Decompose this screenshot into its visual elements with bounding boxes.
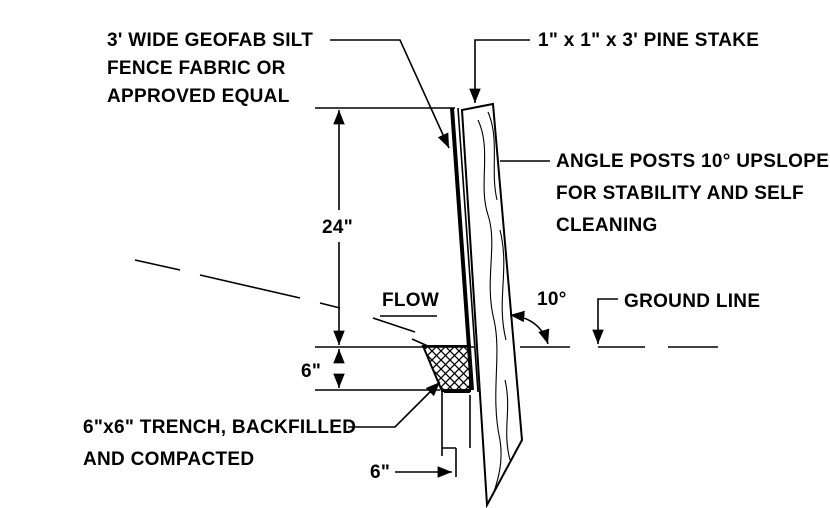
silt-fence-fabric-edge	[457, 107, 479, 393]
trench-label-line2: AND COMPACTED	[83, 449, 254, 470]
fabric-leader	[330, 39, 450, 149]
depth-dimension-label: 6"	[301, 361, 321, 382]
trench-leader	[348, 381, 441, 428]
angle-label-line2: FOR STABILITY AND SELF	[556, 183, 804, 204]
stake-label: 1" x 1" x 3' PINE STAKE	[538, 30, 759, 51]
upslope-ground-line	[134, 259, 431, 348]
ground-line-label: GROUND LINE	[624, 291, 760, 312]
fabric-label-line2: FENCE FABRIC OR	[107, 58, 286, 79]
silt-fence-fabric	[450, 107, 474, 391]
flow-label: FLOW	[382, 290, 439, 311]
height-dimension-label: 24"	[322, 217, 353, 238]
stake-leader	[469, 39, 530, 103]
trench-label-line1: 6"x6" TRENCH, BACKFILLED	[83, 417, 356, 438]
trench-backfill	[421, 345, 471, 392]
width-dimension-label: 6"	[370, 462, 390, 483]
angle-label-line3: CLEANING	[556, 215, 658, 236]
angle-value-label: 10°	[537, 289, 567, 310]
trench-outline	[441, 391, 457, 477]
angle-arc	[509, 310, 550, 345]
angle-label-line1: ANGLE POSTS 10° UPSLOPE	[556, 151, 829, 172]
ground-line-leader	[592, 298, 618, 344]
fabric-label-line3: APPROVED EQUAL	[107, 86, 290, 107]
fabric-label-line1: 3' WIDE GEOFAB SILT	[107, 30, 313, 51]
pine-stake	[460, 102, 524, 508]
